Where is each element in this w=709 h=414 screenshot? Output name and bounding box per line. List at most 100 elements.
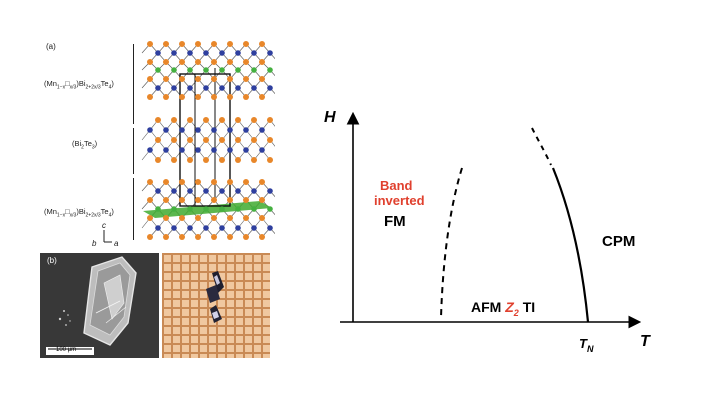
axis-c-label: c	[102, 221, 106, 230]
atom-te	[267, 117, 273, 123]
atom-te	[227, 41, 233, 47]
atom-te	[179, 76, 185, 82]
atom-te	[259, 215, 265, 221]
phase-diagram: H T TN Band inverted FM CPM AFM Z2 TI	[324, 109, 651, 354]
atom-te	[259, 179, 265, 185]
atom-te	[251, 117, 257, 123]
atom-bi	[219, 225, 225, 231]
crystal-atoms	[147, 41, 273, 240]
axis-a-label: a	[114, 239, 119, 248]
atom-te	[251, 157, 257, 163]
panel-a-label: (a)	[46, 42, 56, 51]
atom-bi	[171, 188, 177, 194]
atom-te	[243, 234, 249, 240]
atom-bi	[227, 147, 233, 153]
atom-te	[219, 137, 225, 143]
atom-bi	[211, 127, 217, 133]
atom-te	[203, 137, 209, 143]
atom-bi	[147, 147, 153, 153]
crystal-axes: c b a	[92, 221, 119, 248]
atom-te	[211, 234, 217, 240]
atom-te	[211, 41, 217, 47]
atom-te	[163, 76, 169, 82]
atom-bi	[187, 188, 193, 194]
atom-bi	[243, 127, 249, 133]
atom-bi	[251, 50, 257, 56]
atom-bi	[267, 85, 273, 91]
afm-cpm-boundary-solid	[551, 167, 590, 323]
atom-te	[147, 94, 153, 100]
atom-te	[235, 117, 241, 123]
atom-bi	[211, 147, 217, 153]
atom-te	[195, 197, 201, 203]
atom-bi	[243, 147, 249, 153]
atom-te	[267, 157, 273, 163]
atom-te	[195, 179, 201, 185]
atom-te	[195, 41, 201, 47]
atom-te	[227, 59, 233, 65]
atom-te	[227, 179, 233, 185]
atom-te	[147, 59, 153, 65]
layer-bracket-mid	[133, 128, 134, 174]
atom-mn	[251, 67, 257, 73]
atom-te	[259, 94, 265, 100]
fm-afm-boundary	[440, 167, 463, 319]
atom-bi	[235, 225, 241, 231]
atom-te	[235, 157, 241, 163]
scale-bar-label: 100 μm	[56, 347, 77, 353]
axis-t-label: T	[640, 333, 651, 350]
atom-bi	[203, 85, 209, 91]
atom-bi	[179, 147, 185, 153]
panel-b-label: (b)	[47, 256, 57, 265]
atom-te	[259, 234, 265, 240]
atom-te	[179, 94, 185, 100]
atom-te	[187, 157, 193, 163]
atom-te	[187, 137, 193, 143]
atom-te	[267, 137, 273, 143]
atom-te	[211, 197, 217, 203]
atom-te	[179, 41, 185, 47]
sem-crystal	[83, 256, 137, 346]
atom-te	[203, 157, 209, 163]
atom-bi	[195, 127, 201, 133]
atom-te	[179, 179, 185, 185]
atom-mn	[171, 67, 177, 73]
atom-mn	[267, 206, 273, 212]
layer-formula-bottom: (Mn1−x□x/3)Bi2+2x/3Te4)	[44, 207, 114, 219]
atom-te	[187, 117, 193, 123]
atom-bi	[187, 85, 193, 91]
atom-bi	[171, 225, 177, 231]
atom-bi	[235, 85, 241, 91]
atom-te	[227, 234, 233, 240]
atom-te	[195, 215, 201, 221]
layer-formula-top: (Mn1−x□x/3)Bi2+2x/3Te4)	[44, 79, 114, 91]
atom-mn	[219, 206, 225, 212]
atom-te	[195, 234, 201, 240]
atom-te	[147, 197, 153, 203]
atom-bi	[171, 50, 177, 56]
afm-cpm-boundary-dashed	[531, 127, 552, 166]
atom-mn	[235, 206, 241, 212]
atom-mn	[155, 206, 161, 212]
atom-mn	[251, 206, 257, 212]
atom-bi	[203, 50, 209, 56]
atom-te	[147, 76, 153, 82]
atom-bi	[235, 188, 241, 194]
atom-te	[227, 197, 233, 203]
atom-bi	[219, 85, 225, 91]
atom-te	[211, 179, 217, 185]
atom-te	[243, 179, 249, 185]
afm-z2-ti-label: AFM Z2 TI	[471, 299, 535, 319]
atom-bi	[155, 50, 161, 56]
atom-te	[211, 94, 217, 100]
atom-bi	[187, 50, 193, 56]
atom-mn	[219, 67, 225, 73]
atom-te	[147, 234, 153, 240]
atom-bi	[259, 127, 265, 133]
atom-te	[155, 137, 161, 143]
tn-label: TN	[579, 336, 594, 354]
atom-te	[203, 117, 209, 123]
atom-bi	[147, 127, 153, 133]
atom-te	[195, 59, 201, 65]
atom-mn	[203, 206, 209, 212]
